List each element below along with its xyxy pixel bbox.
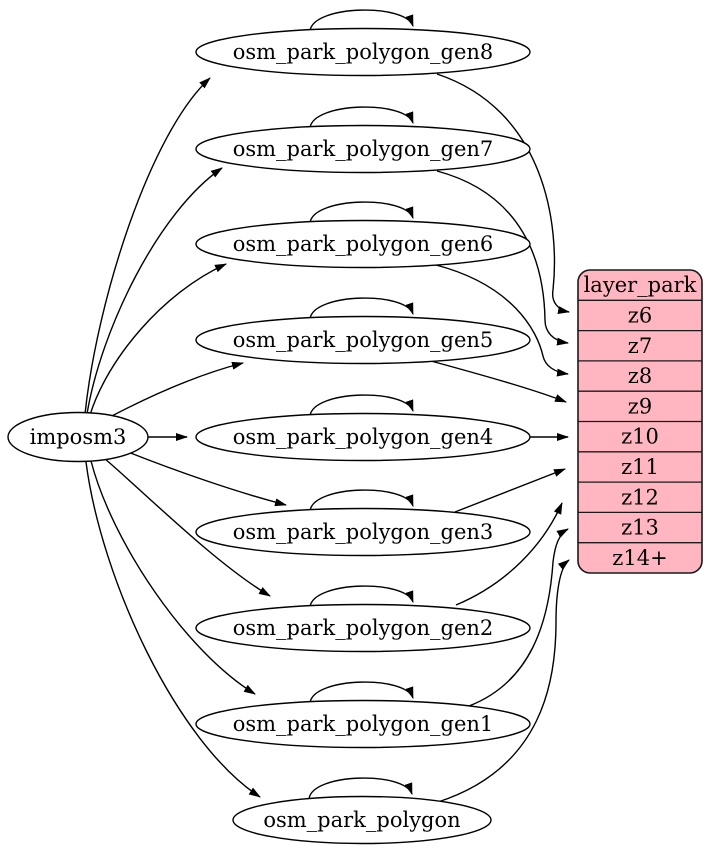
gen5-ellipse [195, 315, 531, 365]
node-imposm3: imposm3 [7, 411, 149, 463]
self-loop-gen7 [309, 106, 414, 129]
edge-imposm3-to-gen3 [127, 451, 287, 507]
edge-imposm3-to-gen7 [86, 167, 223, 415]
node-osm_park_polygon_gen5: osm_park_polygon_gen5 [195, 315, 531, 365]
edge-gen3-to-z11 [454, 468, 566, 513]
gen2-ellipse [195, 603, 531, 653]
edge-gen1-to-z13 [468, 528, 569, 707]
polygon-ellipse [232, 795, 492, 845]
edge-polygon-to-z14plus [437, 559, 570, 803]
self-loop-gen4 [309, 394, 414, 417]
edge-imposm3-to-gen2 [103, 457, 271, 597]
edge-gen2-to-z12 [455, 502, 563, 606]
row-z9: z9 [628, 394, 652, 418]
layer-park-title: layer_park [584, 273, 697, 297]
self-loop-polygon [308, 777, 413, 800]
edge-imposm3-to-gen8 [84, 77, 211, 415]
edge-gen7-to-z7 [436, 170, 569, 346]
edges-source-to-tables [84, 77, 287, 798]
node-osm_park_polygon_gen4: osm_park_polygon_gen4 [195, 412, 531, 462]
gen3-label: osm_park_polygon_gen3 [233, 520, 494, 544]
self-loop-gen5 [309, 297, 414, 320]
gen8-ellipse [195, 27, 531, 77]
gen6-label: osm_park_polygon_gen6 [233, 232, 494, 256]
self-loop-gen3 [309, 489, 414, 512]
gen1-ellipse [195, 699, 531, 749]
row-z10: z10 [621, 425, 659, 449]
gen1-label: osm_park_polygon_gen1 [233, 712, 494, 736]
edge-imposm3-to-polygon [85, 461, 261, 798]
edges-tables-to-layer [430, 73, 570, 803]
node-osm_park_polygon_gen1: osm_park_polygon_gen1 [195, 699, 531, 749]
gen6-ellipse [195, 219, 531, 269]
row-z14plus: z14+ [612, 546, 667, 570]
node-osm_park_polygon_gen7: osm_park_polygon_gen7 [195, 124, 531, 174]
gen5-label: osm_park_polygon_gen5 [233, 328, 494, 352]
edge-imposm3-to-gen5 [105, 361, 244, 420]
row-z12: z12 [621, 485, 659, 509]
imposm3-ellipse [7, 411, 149, 463]
row-z13: z13 [621, 516, 659, 540]
node-osm_park_polygon_gen8: osm_park_polygon_gen8 [195, 27, 531, 77]
gen7-ellipse [195, 124, 531, 174]
gen2-label: osm_park_polygon_gen2 [233, 616, 494, 640]
self-loop-edges [308, 9, 414, 800]
node-osm_park_polygon_gen2: osm_park_polygon_gen2 [195, 603, 531, 653]
edge-gen6-to-z8 [435, 264, 569, 377]
edge-imposm3-to-gen1 [90, 460, 256, 695]
node-osm_park_polygon: osm_park_polygon [232, 795, 492, 845]
gen7-label: osm_park_polygon_gen7 [233, 137, 494, 161]
node-osm_park_polygon_gen6: osm_park_polygon_gen6 [195, 219, 531, 269]
gen3-ellipse [195, 507, 531, 557]
node-osm_park_polygon_gen3: osm_park_polygon_gen3 [195, 507, 531, 557]
gen8-label: osm_park_polygon_gen8 [233, 40, 494, 64]
row-z6: z6 [628, 304, 652, 328]
row-z8: z8 [628, 364, 652, 388]
self-loop-gen6 [309, 201, 414, 224]
imposm3-label: imposm3 [30, 425, 127, 449]
self-loop-gen8 [309, 9, 414, 32]
edge-gen8-to-z6 [436, 73, 570, 314]
edge-gen5-to-z9 [430, 360, 567, 403]
polygon-label: osm_park_polygon [263, 808, 460, 832]
self-loop-gen1 [309, 681, 414, 704]
row-z11: z11 [621, 455, 659, 479]
gen4-ellipse [195, 412, 531, 462]
layer-park-table: layer_park z6 z7 z8 z9 z10 z11 z12 z13 z… [577, 269, 703, 574]
self-loop-gen2 [309, 585, 414, 608]
edge-imposm3-to-gen6 [89, 263, 227, 416]
row-z7: z7 [628, 334, 652, 358]
gen4-label: osm_park_polygon_gen4 [233, 425, 494, 449]
